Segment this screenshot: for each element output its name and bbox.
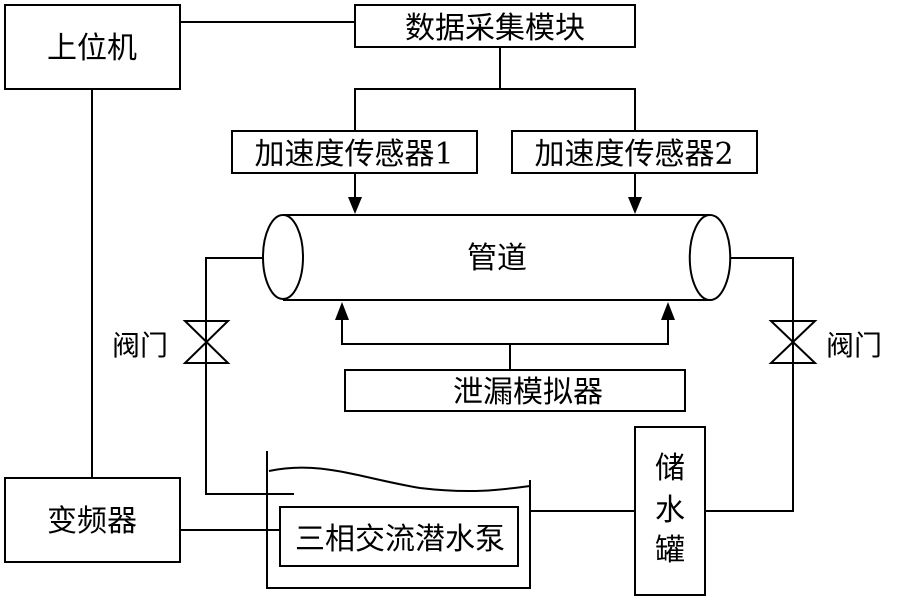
storage-tank-label-1: 储 xyxy=(655,451,685,486)
host-computer-box xyxy=(4,4,181,90)
sensor2-node: 加速度传感器2 xyxy=(511,130,758,174)
leak-simulator-node: 泄漏模拟器 xyxy=(344,369,686,412)
inverter-node: 变频器 xyxy=(4,477,181,563)
pump-node: 三相交流潜水泵 xyxy=(279,506,519,567)
storage-tank-node: 储 水 罐 xyxy=(634,426,706,596)
inverter-box xyxy=(4,477,181,563)
leak-distribution-line xyxy=(341,316,669,345)
sensor1-label: 加速度传感器1 xyxy=(254,137,453,172)
daq-sensor1-connector xyxy=(354,47,501,131)
storage-tank-label-2: 水 xyxy=(655,493,685,528)
valve-left-icon xyxy=(182,300,231,390)
host-computer-node: 上位机 xyxy=(4,4,181,90)
data-acquisition-node: 数据采集模块 xyxy=(354,4,636,48)
pipeline-node: 管道 xyxy=(262,214,732,301)
sensor1-arrowhead xyxy=(348,197,362,214)
leak-arrowhead-right xyxy=(661,302,675,320)
daq-sensor2-connector xyxy=(500,88,636,131)
pipeline-label: 管道 xyxy=(467,241,527,276)
sensor2-label: 加速度传感器2 xyxy=(534,137,733,172)
valve-right-icon xyxy=(768,300,818,390)
pipeline-left-end xyxy=(262,214,304,300)
sensor2-arrowhead xyxy=(628,197,642,214)
storage-tank-label-3: 罐 xyxy=(655,533,685,568)
pump-box xyxy=(279,506,519,567)
inverter-label: 变频器 xyxy=(47,504,137,539)
pump-label: 三相交流潜水泵 xyxy=(295,522,505,557)
leak-simulator-label: 泄漏模拟器 xyxy=(453,375,603,410)
sensor1-node: 加速度传感器1 xyxy=(231,130,478,174)
right-supply-pipe xyxy=(730,257,794,512)
leak-arrowhead-left xyxy=(335,302,349,320)
pipeline-right-end-inner xyxy=(688,214,711,301)
data-acquisition-box xyxy=(354,4,636,48)
leak-simulator-box xyxy=(344,369,686,412)
host-computer-label: 上位机 xyxy=(47,31,137,66)
data-acquisition-label: 数据采集模块 xyxy=(405,11,585,46)
valve-left-label: 阀门 xyxy=(112,329,168,362)
water-pool xyxy=(266,451,531,589)
valve-right-label: 阀门 xyxy=(826,329,882,362)
water-surface xyxy=(268,466,531,493)
pipeline-right-end-outer xyxy=(709,214,732,301)
storage-tank-box xyxy=(634,426,706,596)
water-pool-walls xyxy=(266,451,531,589)
